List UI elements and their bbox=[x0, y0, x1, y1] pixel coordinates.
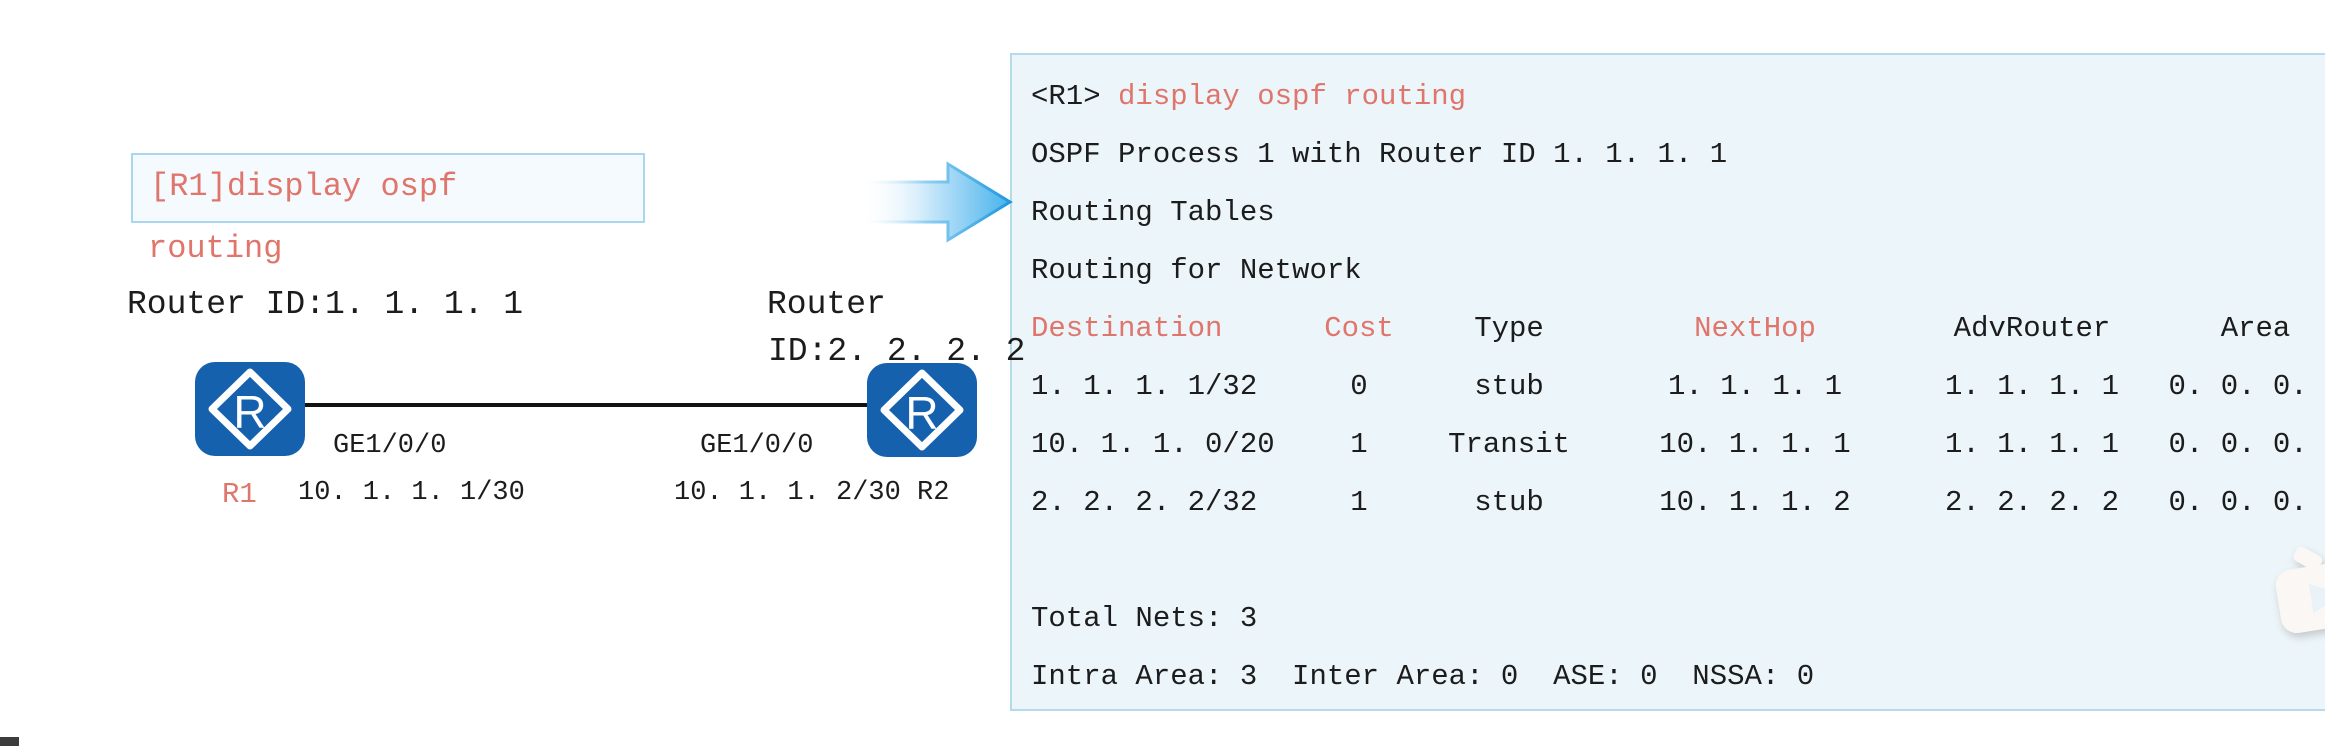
route-nexthop: 10. 1. 1. 1 bbox=[1659, 428, 1851, 461]
console-panel: <R1> display ospf routing OSPF Process 1… bbox=[1010, 53, 2325, 711]
route-area: 0. 0. 0. 0 bbox=[2168, 370, 2308, 403]
route-nexthop: 10. 1. 1. 2 bbox=[1659, 486, 1851, 519]
r1-ip-label: 10. 1. 1. 1/30 bbox=[298, 478, 525, 508]
console-command: display ospf routing bbox=[1118, 80, 1467, 113]
router2-id-label-line1: Router bbox=[767, 286, 886, 323]
router1-id-label: Router ID:1. 1. 1. 1 bbox=[127, 286, 524, 323]
route-area: 0. 0. 0. 0 bbox=[2168, 486, 2308, 519]
route-destination: 10. 1. 1. 0/20 bbox=[1031, 428, 1275, 461]
route-type: stub bbox=[1474, 486, 1544, 519]
r1-name-label: R1 bbox=[222, 478, 257, 511]
play-watermark-icon bbox=[2275, 546, 2325, 634]
command-callout-box: [R1]display ospf bbox=[131, 153, 645, 223]
console-prompt: <R1> bbox=[1031, 80, 1119, 113]
routing-table-header: Destination Cost Type NextHop AdvRouter … bbox=[1031, 300, 2325, 358]
route-row: 10. 1. 1. 0/20 1 Transit 10. 1. 1. 1 1. … bbox=[1031, 416, 2325, 474]
route-destination: 1. 1. 1. 1/32 bbox=[1031, 370, 1258, 403]
corner-mark bbox=[0, 737, 19, 746]
console-line: Routing Tables bbox=[1031, 196, 1275, 229]
route-advrouter: 2. 2. 2. 2 bbox=[1944, 486, 2120, 519]
r2-ip-label: 10. 1. 1. 2/30 R2 bbox=[674, 478, 950, 508]
route-destination: 2. 2. 2. 2/32 bbox=[1031, 486, 1258, 519]
route-cost: 0 bbox=[1350, 370, 1368, 403]
area-counts-line: Intra Area: 3 Inter Area: 0 ASE: 0 NSSA:… bbox=[1031, 660, 1815, 693]
router1-icon: R bbox=[194, 361, 306, 457]
route-row: 1. 1. 1. 1/32 0 stub 1. 1. 1. 1 1. 1. 1.… bbox=[1031, 358, 2325, 416]
column-header-advrouter: AdvRouter bbox=[1953, 312, 2111, 345]
column-header-type: Type bbox=[1474, 312, 1544, 345]
route-type: stub bbox=[1474, 370, 1544, 403]
route-advrouter: 1. 1. 1. 1 bbox=[1944, 370, 2120, 403]
r1-interface-label: GE1/0/0 bbox=[333, 431, 447, 461]
console-line: OSPF Process 1 with Router ID 1. 1. 1. 1 bbox=[1031, 138, 1728, 171]
router2-icon: R bbox=[866, 362, 978, 458]
column-header-nexthop: NextHop bbox=[1694, 312, 1816, 345]
router-icon-glyph: R bbox=[195, 362, 305, 456]
svg-text:R: R bbox=[233, 386, 266, 438]
command-text-line2: routing bbox=[148, 230, 283, 267]
route-cost: 1 bbox=[1350, 428, 1368, 461]
router-icon-glyph: R bbox=[867, 363, 977, 457]
arrow-right-icon bbox=[856, 161, 1013, 243]
console-prompt-line: <R1> display ospf routing bbox=[1031, 68, 2325, 126]
column-header-area: Area bbox=[2220, 312, 2291, 345]
column-header-cost: Cost bbox=[1324, 312, 1394, 345]
route-row: 2. 2. 2. 2/32 1 stub 10. 1. 1. 2 2. 2. 2… bbox=[1031, 474, 2325, 532]
route-advrouter: 1. 1. 1. 1 bbox=[1944, 428, 2120, 461]
total-nets-line: Total Nets: 3 bbox=[1031, 602, 1258, 635]
route-nexthop: 1. 1. 1. 1 bbox=[1667, 370, 1843, 403]
column-header-destination: Destination bbox=[1031, 312, 1223, 345]
route-area: 0. 0. 0. 0 bbox=[2168, 428, 2308, 461]
r2-interface-label: GE1/0/0 bbox=[700, 431, 814, 461]
route-type: Transit bbox=[1448, 428, 1570, 461]
svg-text:R: R bbox=[905, 387, 938, 439]
command-text-line1: [R1]display ospf bbox=[150, 168, 458, 205]
router2-id-label-line2: ID:2. 2. 2. 2 bbox=[768, 333, 1026, 370]
console-blank-line bbox=[1031, 532, 2325, 590]
route-cost: 1 bbox=[1350, 486, 1368, 519]
console-line: Routing for Network bbox=[1031, 254, 1362, 287]
link-line-r1-r2 bbox=[300, 403, 872, 407]
